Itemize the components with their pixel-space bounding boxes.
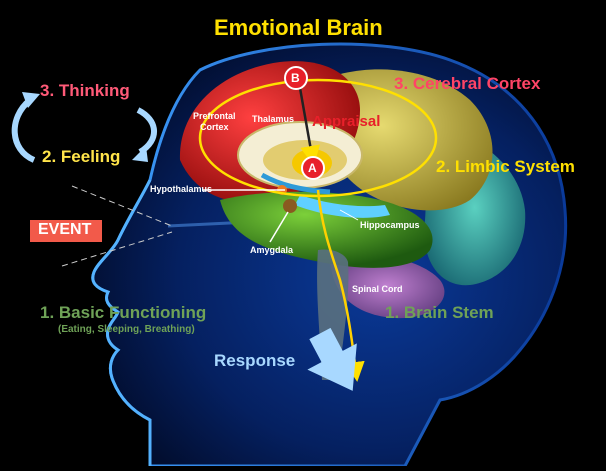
event-line-bottom [61, 231, 173, 267]
event-box [30, 220, 102, 242]
label-amygdala: Amygdala [250, 245, 294, 255]
label-appraisal: Appraisal [312, 113, 381, 130]
face-edge-glow [91, 179, 152, 466]
fornix-shape [260, 172, 331, 195]
marker-a-circle [301, 156, 325, 180]
cerebellum [330, 253, 445, 319]
label-hypothalamus: Hypothalamus [150, 184, 213, 194]
label-brain-stem: 1. Brain Stem [385, 303, 494, 322]
label-thinking: 3. Thinking [40, 81, 130, 100]
label-basic-functioning-sub: (Eating, Sleeping, Breathing) [58, 324, 195, 335]
marker-b-circle [284, 66, 308, 90]
response-arrow-shape [307, 327, 357, 391]
label-thalamus: Thalamus [252, 114, 295, 124]
spinal-response-path [316, 189, 365, 382]
label-hippocampus: Hippocampus [360, 220, 420, 230]
label-limbic-system: 2. Limbic System [436, 157, 575, 176]
cycle-arrow-right [136, 107, 157, 155]
marker-a: A [308, 161, 317, 175]
event-line-top [71, 185, 173, 227]
label-prefrontal: Prefrontal [193, 111, 236, 121]
label-basic-functioning: 1. Basic Functioning [40, 303, 207, 322]
label-spinal-cord: Spinal Cord [352, 284, 403, 294]
label-response: Response [214, 351, 296, 370]
label-prefrontal-cortex: Cortex [200, 122, 229, 132]
marker-b: B [291, 71, 300, 85]
label-cerebral-cortex: 3. Cerebral Cortex [394, 74, 541, 93]
page-title: Emotional Brain [214, 15, 383, 40]
label-event: EVENT [38, 221, 92, 238]
label-feeling: 2. Feeling [42, 147, 121, 166]
b-to-a-arrow [298, 87, 321, 166]
cycle-arrow-left [11, 97, 36, 163]
amygdala-shape [283, 199, 297, 213]
